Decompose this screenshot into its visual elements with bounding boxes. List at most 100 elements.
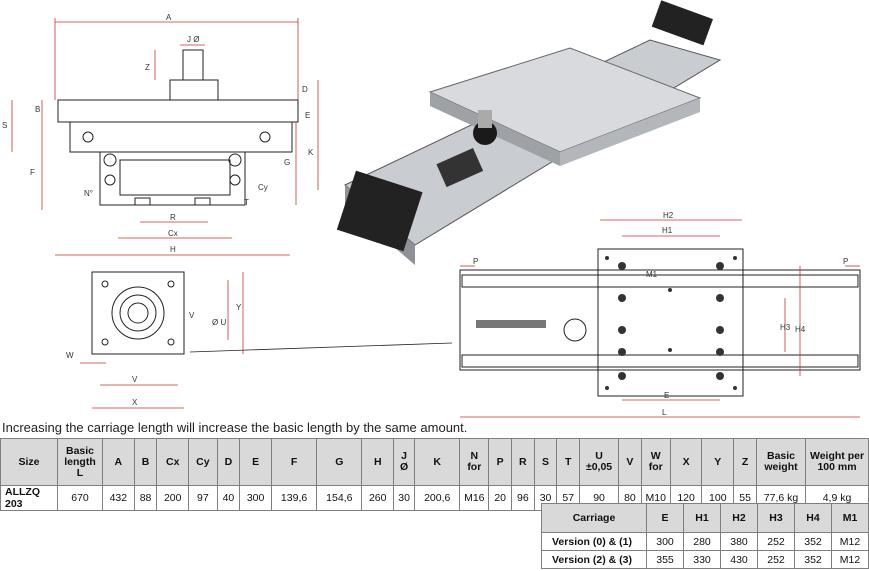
label-Z: Z xyxy=(145,63,150,72)
table-row: Version (0) & (1) 300 280 380 252 352 M1… xyxy=(541,532,869,551)
col-S: S xyxy=(533,438,558,486)
col-size: Size xyxy=(0,438,58,486)
technical-drawing: A J Ø Z S B F N° R Cx H xyxy=(2,0,861,418)
cell: 139,6 xyxy=(270,485,318,511)
cell: 280 xyxy=(683,532,721,551)
label-B: B xyxy=(35,105,40,114)
cell: 20 xyxy=(488,485,512,511)
label-Y: Y xyxy=(236,303,242,312)
label-U: Ø U xyxy=(212,318,226,327)
label-M1: M1 xyxy=(646,270,658,279)
cell: 670 xyxy=(57,485,103,511)
label-No: N° xyxy=(84,189,93,198)
cell: M12 xyxy=(831,532,869,551)
col-J: J Ø xyxy=(393,438,416,486)
col-R: R xyxy=(511,438,535,486)
label-X: X xyxy=(132,398,138,407)
label-A: A xyxy=(166,13,172,22)
cell-version: Version (0) & (1) xyxy=(541,532,647,551)
col-B: B xyxy=(133,438,158,486)
cell: 200 xyxy=(156,485,190,511)
spec-header-row: Size Basic length L A B Cx Cy D E F G H … xyxy=(0,438,869,486)
label-P-left: P xyxy=(473,257,478,266)
cell: 252 xyxy=(757,550,795,569)
col-weight-per-100mm: Weight per 100 mm xyxy=(805,438,869,486)
carriage-header-row: Carriage E H1 H2 H3 H4 M1 xyxy=(541,503,869,533)
label-Cy: Cy xyxy=(258,183,268,192)
col-basic-weight: Basic weight xyxy=(756,438,806,486)
label-X-end: V xyxy=(132,375,138,384)
cell: 300 xyxy=(646,532,684,551)
col-N: N for xyxy=(459,438,490,486)
col-W: W for xyxy=(640,438,671,486)
cell: 200,6 xyxy=(414,485,461,511)
cell-size: ALLZQ 203 xyxy=(0,485,58,511)
label-V: V xyxy=(189,311,195,320)
label-K: K xyxy=(308,148,314,157)
cell: 380 xyxy=(720,532,758,551)
cell: 352 xyxy=(794,550,832,569)
col-basic-length: Basic length L xyxy=(57,438,103,486)
cell: 252 xyxy=(757,532,795,551)
label-R: R xyxy=(170,213,176,222)
col-H4: H4 xyxy=(794,503,832,533)
col-Cx: Cx xyxy=(156,438,190,486)
front-view: A J Ø Z S B F N° R Cx H xyxy=(2,13,319,256)
cell: 97 xyxy=(188,485,218,511)
top-view: H2 H1 M1 P P H3 H4 E L xyxy=(459,211,861,418)
label-P-right: P xyxy=(843,257,848,266)
label-H2: H2 xyxy=(663,211,674,220)
col-E: E xyxy=(646,503,684,533)
col-H: H xyxy=(361,438,395,486)
end-view: V Ø U Y W V X xyxy=(66,271,453,409)
col-A: A xyxy=(102,438,135,486)
label-F: F xyxy=(30,168,35,177)
cell: M12 xyxy=(831,550,869,569)
col-H2: H2 xyxy=(720,503,758,533)
cell: 355 xyxy=(646,550,684,569)
col-H1: H1 xyxy=(683,503,721,533)
cell: 352 xyxy=(794,532,832,551)
col-Z: Z xyxy=(733,438,757,486)
cell: 88 xyxy=(133,485,158,511)
col-T: T xyxy=(556,438,581,486)
label-J: J Ø xyxy=(187,35,199,44)
product-render xyxy=(336,0,722,265)
carriage-note: Increasing the carriage length will incr… xyxy=(2,420,468,435)
cell: 96 xyxy=(511,485,535,511)
label-G: G xyxy=(284,158,290,167)
col-M1: M1 xyxy=(831,503,869,533)
hole-pattern xyxy=(605,256,737,390)
col-E: E xyxy=(239,438,272,486)
cell: 430 xyxy=(720,550,758,569)
cell-version: Version (2) & (3) xyxy=(541,550,647,569)
col-D: D xyxy=(216,438,241,486)
col-carriage: Carriage xyxy=(541,503,647,533)
cell: 432 xyxy=(102,485,135,511)
col-P: P xyxy=(488,438,512,486)
label-D: D xyxy=(302,85,308,94)
label-Cx: Cx xyxy=(168,229,178,238)
label-E-top: E xyxy=(664,391,669,400)
label-H1: H1 xyxy=(662,226,673,235)
table-row: Version (2) & (3) 355 330 430 252 352 M1… xyxy=(541,550,869,569)
cell: M16 xyxy=(459,485,490,511)
cell: 300 xyxy=(239,485,272,511)
label-H4: H4 xyxy=(795,325,806,334)
col-K: K xyxy=(414,438,461,486)
cell: 330 xyxy=(683,550,721,569)
spec-table: Size Basic length L A B Cx Cy D E F G H … xyxy=(0,438,869,511)
col-U: U ±0,05 xyxy=(579,438,620,486)
label-T: T xyxy=(244,198,249,207)
col-F: F xyxy=(270,438,318,486)
col-H3: H3 xyxy=(757,503,795,533)
carriage-table: Carriage E H1 H2 H3 H4 M1 Version (0) & … xyxy=(541,503,869,569)
label-W: W xyxy=(66,351,74,360)
col-Y: Y xyxy=(701,438,735,486)
cell: 40 xyxy=(216,485,241,511)
cell: 260 xyxy=(361,485,395,511)
label-E: E xyxy=(305,111,310,120)
cell: 30 xyxy=(393,485,416,511)
label-L: L xyxy=(662,408,667,417)
label-H: H xyxy=(170,245,176,254)
